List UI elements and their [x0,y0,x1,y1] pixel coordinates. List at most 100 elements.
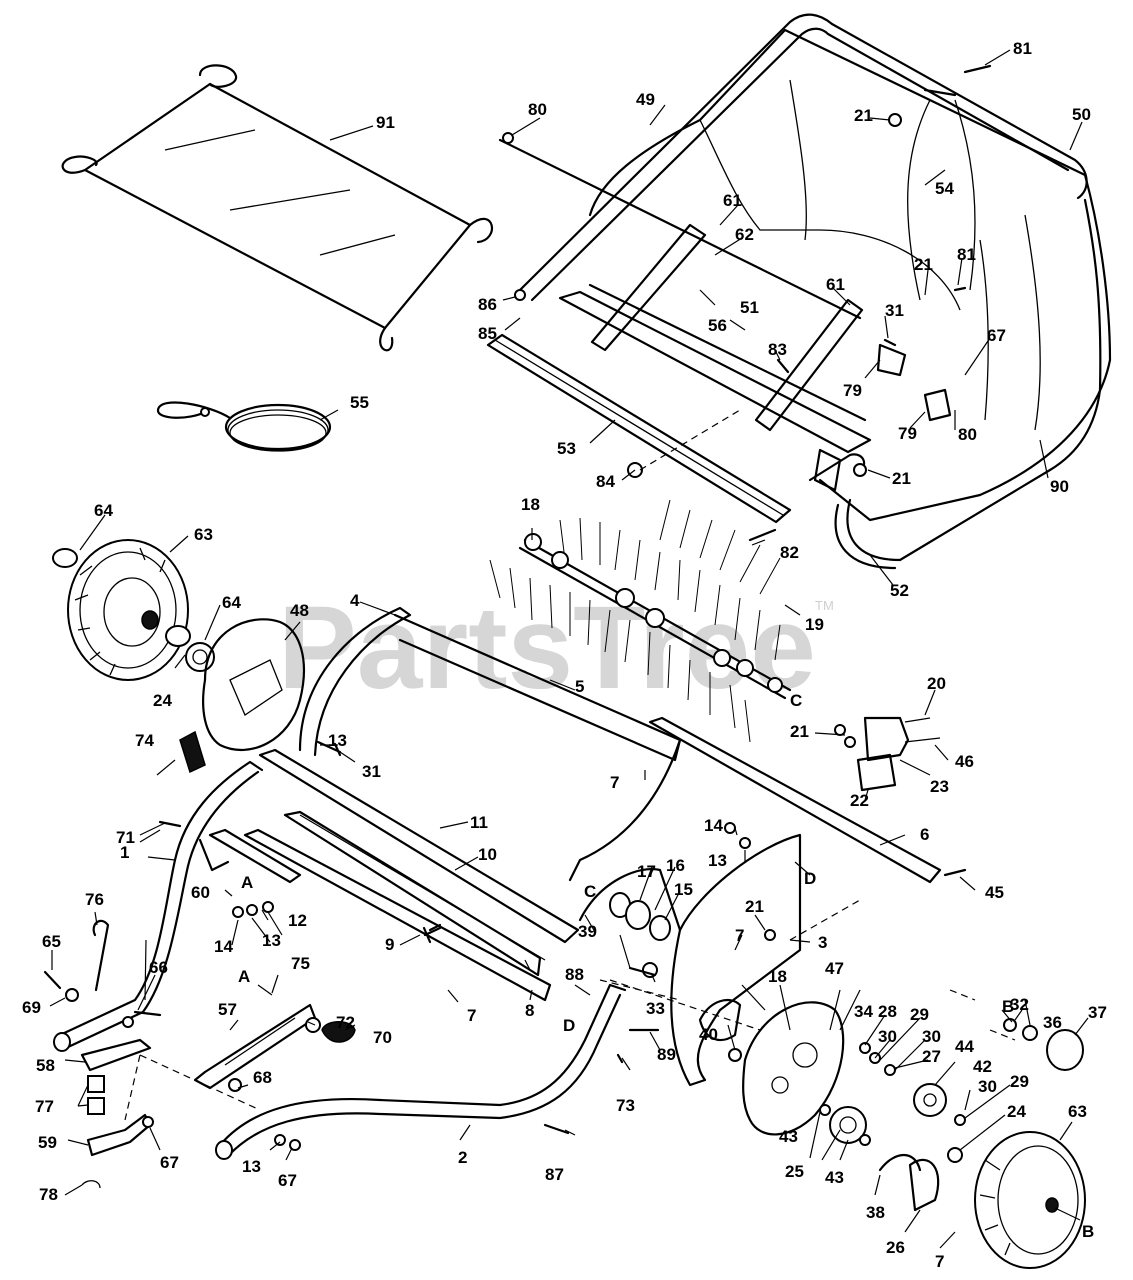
sweeper-body[interactable] [198,606,942,1002]
callout-67-bracket: 67 [160,1153,179,1172]
callout-68: 68 [253,1068,272,1087]
callout-87: 87 [545,1165,564,1184]
leader-lines [49,49,1089,1249]
callout-26: 26 [886,1238,905,1257]
ref-letter-c-bushing: C [584,882,596,901]
callout-18-brush: 18 [521,495,540,514]
callout-86: 86 [478,295,497,314]
callout-21-top: 21 [854,106,873,125]
callout-48: 48 [290,601,309,620]
watermark-trademark: TM [815,598,834,613]
callout-21-bracket: 21 [790,722,809,741]
callout-31-side: 31 [362,762,381,781]
callout-81-top: 81 [1013,39,1032,58]
callout-51: 51 [740,298,759,317]
callout-9: 9 [385,935,394,954]
callout-32: 32 [1010,995,1029,1014]
callout-16: 16 [666,856,685,875]
callout-54: 54 [935,179,954,198]
callout-49: 49 [636,90,655,109]
callout-3: 3 [818,933,827,952]
callout-42: 42 [973,1057,992,1076]
watermark: PartsTree [278,582,816,714]
callout-67-handle: 67 [278,1171,297,1190]
callout-50: 50 [1072,105,1091,124]
callout-58: 58 [36,1056,55,1075]
callout-85: 85 [478,324,497,343]
callout-65: 65 [42,932,61,951]
callout-23: 23 [930,777,949,796]
callout-61-left: 61 [723,191,742,210]
callout-73: 73 [616,1096,635,1115]
callout-4: 4 [350,591,360,610]
callout-36: 36 [1043,1013,1062,1032]
callout-78: 78 [39,1185,58,1204]
callout-77: 77 [35,1097,54,1116]
left-wheel-assembly[interactable] [52,539,305,751]
callout-7-deck: 7 [610,773,619,792]
callout-45: 45 [985,883,1004,902]
callout-13-handle: 13 [242,1157,261,1176]
callout-57: 57 [218,1000,237,1019]
callout-1: 1 [120,843,129,862]
callout-7-rail: 7 [467,1006,476,1025]
callout-76: 76 [85,890,104,909]
callout-59: 59 [38,1133,57,1152]
callout-31-hopper: 31 [885,301,904,320]
callout-80-side: 80 [958,425,977,444]
brush-height-bracket[interactable] [834,716,941,792]
push-handle[interactable] [53,730,627,1160]
hopper-assembly[interactable] [486,13,1112,570]
callout-14-latch: 14 [214,937,233,956]
callout-17: 17 [637,862,656,881]
callout-79-b: 79 [898,424,917,443]
callout-30-b: 30 [922,1027,941,1046]
callout-37: 37 [1088,1003,1107,1022]
callout-2: 2 [458,1148,467,1167]
callout-64-hub: 64 [222,593,241,612]
callout-63-left: 63 [194,525,213,544]
callout-40: 40 [699,1025,718,1044]
fasteners[interactable] [43,64,992,1151]
callout-62: 62 [735,225,754,244]
part-91-cover[interactable] [61,64,493,352]
right-wheel-assembly[interactable] [974,1018,1086,1269]
callout-60: 60 [191,883,210,902]
ref-letter-b-wheel: B [1082,1222,1094,1241]
callout-labels: 1 2 3 4 5 6 7 7 7 7 8 9 10 11 12 13 13 1… [22,39,1107,1271]
callout-5: 5 [575,677,584,696]
callout-80-top: 80 [528,100,547,119]
callout-21-frame: 21 [892,469,911,488]
callout-43-b: 43 [825,1168,844,1187]
callout-24-right: 24 [1007,1102,1026,1121]
callout-25: 25 [785,1162,804,1181]
callout-91: 91 [376,113,395,132]
callout-24-left: 24 [153,691,172,710]
callout-14-plate: 14 [704,816,723,835]
callout-67-hopper: 67 [987,326,1006,345]
callout-69: 69 [22,998,41,1017]
brush-assembly[interactable] [489,499,792,743]
callout-19: 19 [805,615,824,634]
callout-53: 53 [557,439,576,458]
callout-29-lower: 29 [1010,1072,1029,1091]
callout-83: 83 [768,340,787,359]
ref-letter-d-plate: D [804,869,816,888]
callout-38: 38 [866,1203,885,1222]
callout-12: 12 [288,911,307,930]
callout-13-plate: 13 [708,851,727,870]
right-side-plate[interactable] [578,833,966,1212]
callout-74: 74 [135,731,154,750]
callout-84: 84 [596,472,615,491]
callout-71: 71 [116,828,135,847]
callout-13-side: 13 [328,731,347,750]
callout-88: 88 [565,965,584,984]
callout-28: 28 [878,1002,897,1021]
callout-66: 66 [149,958,168,977]
part-55-rope[interactable] [156,401,332,452]
callout-46: 46 [955,752,974,771]
callout-63-right: 63 [1068,1102,1087,1121]
ref-letter-a-latch: A [241,873,253,892]
callout-39: 39 [578,922,597,941]
